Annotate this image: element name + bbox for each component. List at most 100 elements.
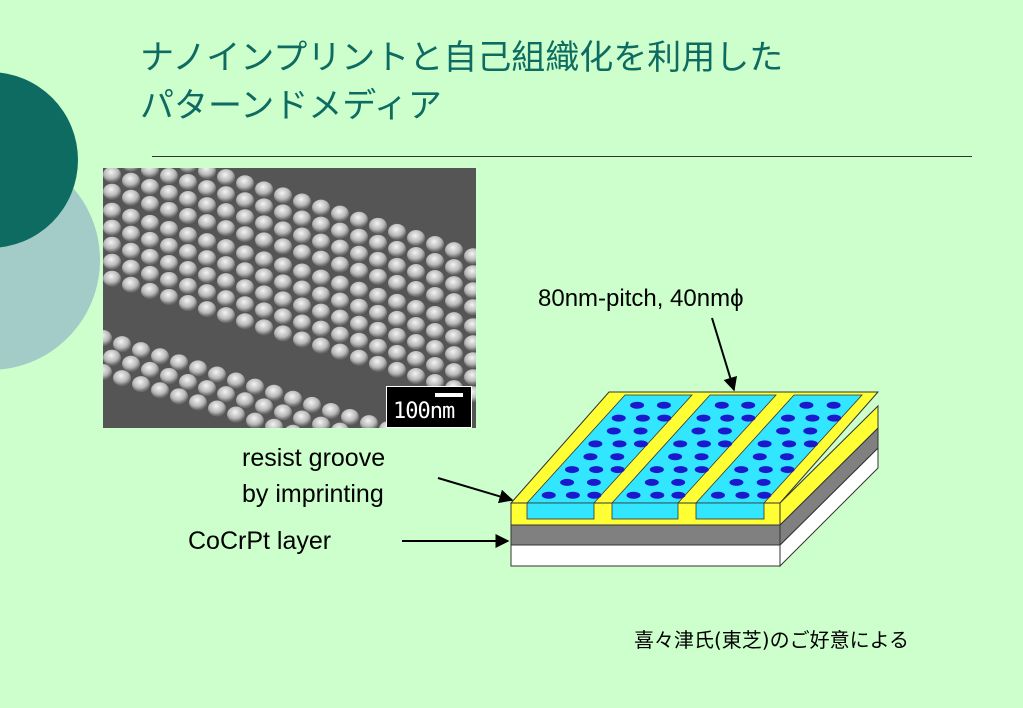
sem-dot	[198, 180, 216, 197]
magnetic-dot	[560, 478, 575, 486]
magnetic-dot	[633, 427, 648, 435]
sem-dot	[350, 349, 368, 366]
sem-dot	[331, 292, 349, 309]
sem-dot	[445, 363, 463, 380]
groove-label-line-1: resist groove	[242, 444, 386, 472]
sem-dot	[331, 343, 349, 360]
sem-dot	[255, 302, 273, 319]
sem-dot	[293, 244, 311, 261]
magnetic-dot	[752, 453, 767, 461]
sem-dot	[255, 232, 273, 249]
sem-dot	[274, 204, 292, 221]
scale-bar-line	[435, 393, 463, 397]
slide-title: ナノインプリントと自己組織化を利用した パターンドメディア	[140, 34, 783, 130]
sem-dot	[160, 201, 178, 218]
sem-dot	[388, 327, 406, 344]
groove-label: resist groove by imprinting	[242, 440, 385, 512]
sem-dot	[426, 323, 444, 340]
magnetic-dot	[827, 414, 842, 422]
sem-dot	[122, 208, 140, 225]
sem-dot	[160, 237, 178, 254]
magnetic-dot	[610, 466, 625, 474]
sem-dot	[217, 186, 235, 203]
magnetic-dot	[612, 440, 627, 448]
sem-dot	[274, 221, 292, 238]
sem-dot	[369, 287, 387, 304]
sem-dot	[236, 262, 254, 279]
sem-dot	[445, 259, 463, 276]
sem-dot	[426, 306, 444, 323]
magnetic-dot	[610, 453, 625, 461]
sem-dot	[312, 269, 330, 286]
groove-front	[526, 502, 595, 520]
sem-dot	[312, 416, 330, 428]
magnetic-dot	[714, 401, 729, 409]
sem-dot	[255, 251, 273, 268]
sem-dot	[198, 301, 216, 318]
magnetic-dot	[650, 491, 665, 499]
sem-dot	[369, 251, 387, 268]
sem-dot	[388, 361, 406, 378]
magnetic-dot	[734, 466, 749, 474]
groove-group	[526, 394, 863, 520]
sem-dot	[426, 340, 444, 357]
sem-dot	[198, 197, 216, 214]
sem-dot	[369, 268, 387, 285]
magnetic-dot	[782, 440, 797, 448]
sem-dot	[179, 244, 197, 261]
sem-dot	[445, 242, 463, 259]
magnetic-dot	[696, 440, 711, 448]
sem-dot	[388, 240, 406, 257]
sem-dot	[350, 298, 368, 315]
cocrpt-layer-label: CoCrPt layer	[188, 527, 332, 555]
sem-dot	[103, 253, 121, 270]
magnetic-dot	[633, 440, 648, 448]
sem-dot	[274, 291, 292, 308]
sem-dot	[198, 214, 216, 231]
sem-dot	[388, 257, 406, 274]
sem-dot	[464, 248, 476, 265]
magnetic-dot	[586, 478, 601, 486]
sem-dot	[407, 263, 425, 280]
sem-dot	[255, 181, 273, 198]
magnetic-dot	[656, 401, 671, 409]
sem-dot	[189, 360, 207, 377]
sem-dot	[179, 168, 197, 174]
pitch-arrow	[711, 317, 738, 392]
cocrpt-layer-front	[510, 524, 781, 546]
sem-dot	[445, 276, 463, 293]
sem-dot	[132, 376, 150, 393]
magnetic-dot	[565, 491, 580, 499]
sem-dot	[464, 352, 476, 369]
sem-dot	[227, 406, 245, 423]
sem-dot	[369, 321, 387, 338]
sem-dot	[331, 222, 349, 239]
magnetic-dot	[757, 440, 772, 448]
sem-dot	[122, 225, 140, 242]
groove-front	[611, 502, 679, 520]
magnetic-dot	[741, 414, 756, 422]
sem-dot	[103, 202, 121, 219]
sem-dot	[198, 267, 216, 284]
sem-dot	[464, 282, 476, 299]
sem-dot	[350, 245, 368, 262]
sem-dot	[236, 296, 254, 313]
sem-dot	[274, 404, 292, 421]
sem-dot	[312, 337, 330, 354]
sem-dot	[236, 392, 254, 409]
sem-dot	[141, 248, 159, 265]
sem-dot	[122, 172, 140, 189]
sem-dot	[141, 168, 159, 178]
sem-dot	[407, 333, 425, 350]
sem-dot	[369, 217, 387, 234]
magnetic-dot	[606, 427, 621, 435]
sem-dot	[369, 234, 387, 251]
magnetic-dot	[756, 478, 771, 486]
magnetic-dot	[691, 427, 706, 435]
sem-dot	[103, 349, 121, 366]
magnetic-dot	[805, 414, 820, 422]
magnetic-dot	[694, 453, 709, 461]
sem-dot	[293, 193, 311, 210]
sem-dot	[464, 318, 476, 335]
sem-dot	[217, 273, 235, 290]
